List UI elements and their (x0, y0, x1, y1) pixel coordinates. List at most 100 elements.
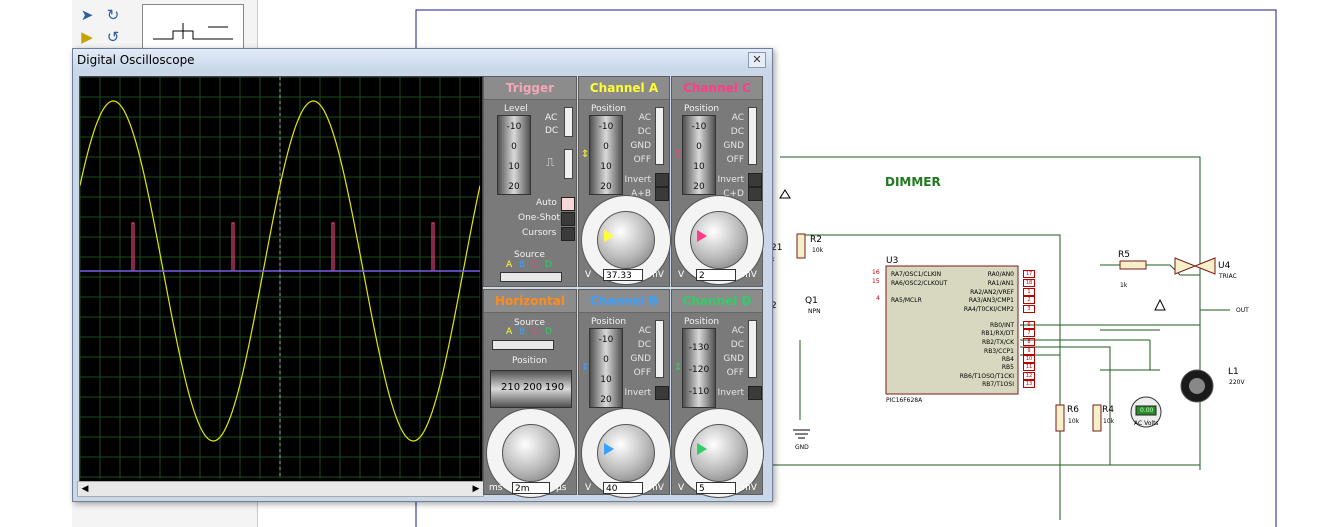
volts-dial (674, 195, 764, 285)
trigger-source-slider[interactable] (500, 272, 562, 282)
scope-display (79, 76, 483, 482)
pic-pin-number: 7 (1023, 329, 1035, 337)
u4-value: TRIAC (1219, 273, 1237, 280)
scroll-left-icon[interactable]: ◀ (81, 484, 89, 494)
coupling-switch[interactable] (748, 107, 757, 165)
r5-value: 1k (1120, 282, 1128, 289)
pic-pin-label: RB1/RX/DT (981, 330, 1014, 337)
h-source-b: B (519, 327, 526, 337)
scale-tick: 10 (693, 162, 705, 172)
pic-pin-label: RA7/OSC1/CLKIN (891, 271, 942, 278)
invert-button[interactable] (655, 173, 669, 187)
pic-pin-number: 2 (1023, 296, 1035, 304)
volts-value[interactable]: 5 (696, 482, 736, 494)
pointer-icon[interactable]: ➤ (80, 6, 94, 24)
pic-pin-number: 15 (872, 278, 880, 285)
oscilloscope-window: Digital Oscilloscope ✕ ◀ ▶ Trigger Level… (72, 48, 773, 502)
window-titlebar[interactable]: Digital Oscilloscope ✕ (73, 49, 772, 71)
scale-tick: 20 (600, 395, 612, 405)
sum-button[interactable] (748, 187, 762, 201)
position-arrow-icon: ⇕ (674, 362, 683, 373)
coupling-switch[interactable] (655, 320, 664, 378)
pic-pin-label: RA6/OSC2/CLKOUT (891, 280, 948, 287)
v-unit: V (678, 483, 685, 493)
knob-pointer-icon (604, 230, 614, 242)
pic-pin-label: RA3/AN3/CMP1 (968, 297, 1014, 304)
volts-dial (581, 195, 671, 285)
volts-value[interactable]: 2 (696, 269, 736, 281)
gnd-label: GND (723, 354, 744, 364)
position-label: Position (591, 317, 627, 327)
pic-pin-label: RA0/AN0 (987, 271, 1014, 278)
scale-tick: 10 (600, 375, 612, 385)
coupling-switch[interactable] (748, 320, 757, 378)
source-c: C (532, 260, 539, 270)
off-label: OFF (726, 155, 744, 165)
u3-label: U3 (886, 256, 899, 266)
auto-button[interactable] (561, 197, 575, 211)
volts-value[interactable]: 37.33 (603, 269, 643, 281)
scale-tick: 10 (600, 162, 612, 172)
pic-pin-label: RB7/T1OSI (982, 381, 1014, 388)
pic-pin-number: 17 (1023, 270, 1035, 278)
trigger-coupling-switch[interactable] (564, 107, 573, 137)
undo-icon[interactable]: ↺ (106, 28, 120, 46)
u4-label: U4 (1218, 261, 1231, 271)
position-arrow-icon: ⇕ (581, 149, 590, 160)
pic-pin-label: RB6/T1OSO/T1CKI (959, 373, 1014, 380)
position-arrow-icon: ⇕ (674, 149, 683, 160)
pic-pin-label: RB2/TX/CK (981, 339, 1014, 346)
horizontal-position-drum[interactable]: 210 200 190 (490, 370, 572, 408)
invert-label: Invert (624, 388, 651, 398)
q1-value: NPN (808, 308, 821, 315)
gnd-label: GND (723, 141, 744, 151)
out-label: OUT (1236, 307, 1249, 314)
scale-tick: 0 (603, 142, 609, 152)
scale-tick: 20 (508, 182, 520, 192)
oneshot-button[interactable] (561, 212, 575, 226)
invert-button[interactable] (748, 386, 762, 400)
gnd-label: GND (630, 141, 651, 151)
invert-label: Invert (624, 175, 651, 185)
volts-value[interactable]: 40 (603, 482, 643, 494)
source-a: A (506, 260, 513, 270)
sum-button[interactable] (655, 187, 669, 201)
source-b: B (519, 260, 526, 270)
horizontal-source-slider[interactable] (492, 340, 554, 350)
pic-pin-label: RA5/MCLR (891, 297, 922, 304)
r4-label: R4 (1102, 405, 1114, 415)
meter-label: AC Volts (1134, 420, 1159, 427)
cursors-button[interactable] (561, 227, 575, 241)
timebase-value[interactable]: 2m (512, 482, 550, 494)
pic-pin-number: 6 (1023, 321, 1035, 329)
component-icon[interactable]: ▶ (81, 28, 93, 46)
invert-button[interactable] (748, 173, 762, 187)
scale-tick: 190 (545, 382, 565, 393)
position-label: Position (684, 317, 720, 327)
scroll-right-icon[interactable]: ▶ (472, 484, 480, 494)
h-source-a: A (506, 327, 513, 337)
trigger-level-drum[interactable]: -10 0 10 20 (497, 115, 531, 195)
mv-unit: mV (742, 270, 757, 280)
timebase-knob[interactable] (502, 424, 560, 482)
pic-pin-number: 11 (1023, 363, 1035, 371)
close-button[interactable]: ✕ (748, 52, 766, 68)
horizontal-scrollbar[interactable]: ◀ ▶ (77, 481, 484, 497)
position-drum[interactable]: -130-120-110 (682, 328, 716, 408)
pic-pin-label: RB0/INT (989, 322, 1014, 329)
horizontal-source-label: Source (514, 318, 545, 328)
trigger-edge-switch[interactable] (564, 149, 573, 179)
scale-tick: -130 (688, 343, 710, 353)
coupling-switch[interactable] (655, 107, 664, 165)
redo-icon[interactable]: ↻ (106, 6, 120, 24)
level-label: Level (504, 104, 528, 114)
invert-button[interactable] (655, 386, 669, 400)
scale-tick: 10 (508, 162, 520, 172)
